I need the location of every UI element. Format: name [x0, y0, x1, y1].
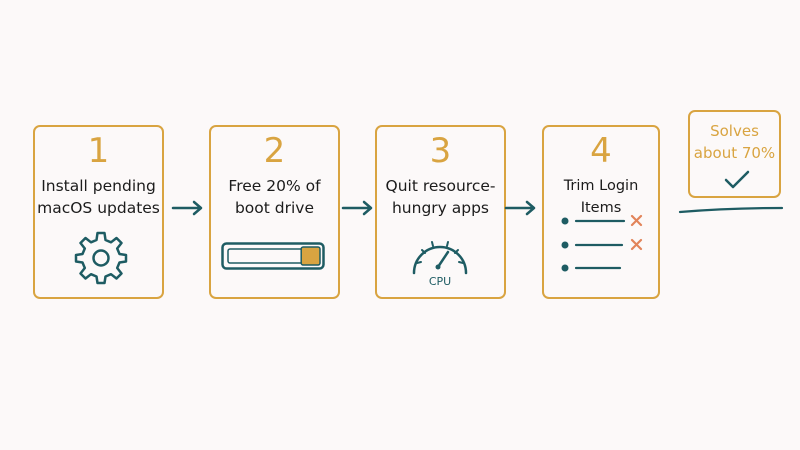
step-card-2: 2 Free 20% of boot drive: [209, 125, 340, 299]
storage-used-fill: [300, 246, 321, 266]
arrow-icon: [341, 200, 373, 216]
step-label: Quit resource- hungry apps: [385, 177, 496, 217]
step-card-4: 4 Trim Login Items: [542, 125, 660, 299]
underline-stroke: [678, 206, 784, 214]
cpu-gauge-icon: CPU: [412, 241, 468, 288]
step-number: 3: [429, 131, 452, 171]
step-label: Free 20% of boot drive: [228, 177, 321, 217]
step-label: Install pending macOS updates: [37, 177, 160, 217]
summary-card: Solves about 70%: [688, 110, 781, 198]
step-card-1: 1 Install pending macOS updates: [33, 125, 164, 299]
gear-icon: [74, 231, 128, 285]
step-label: Trim Login Items: [563, 178, 639, 216]
step-number: 1: [87, 131, 110, 171]
checklist-icon: [561, 214, 643, 272]
step-card-3: 3 Quit resource- hungry apps CPU: [375, 125, 506, 299]
storage-bar-icon: [221, 242, 325, 270]
remove-icon: [630, 238, 643, 251]
step-number: 2: [263, 131, 286, 171]
checkmark-icon: [724, 170, 750, 189]
arrow-icon: [504, 200, 536, 216]
remove-icon: [630, 214, 643, 227]
step-number: 4: [590, 131, 612, 171]
arrow-icon: [171, 200, 203, 216]
summary-label: Solves about 70%: [693, 122, 776, 162]
gauge-label: CPU: [429, 275, 451, 288]
